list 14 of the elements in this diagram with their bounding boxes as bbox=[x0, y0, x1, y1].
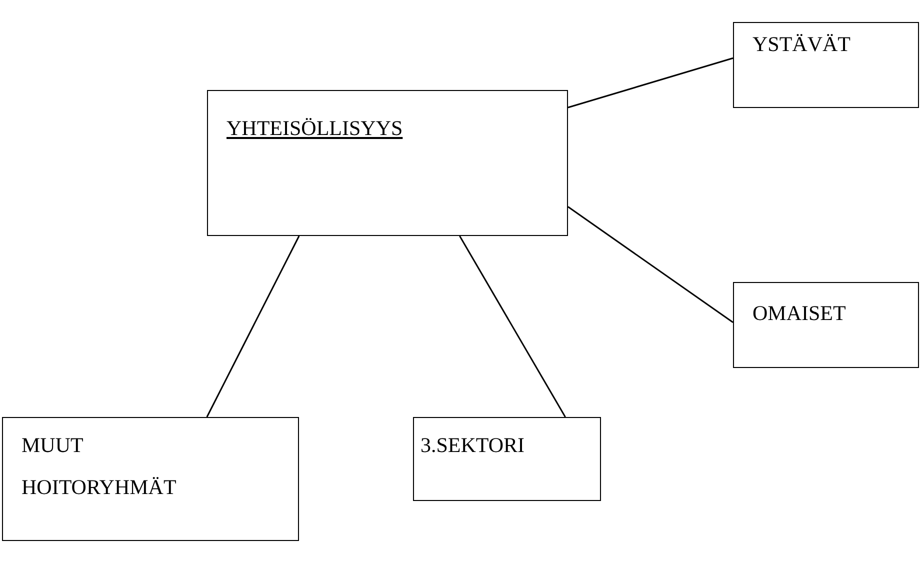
text-box bbox=[207, 90, 568, 236]
connector-line bbox=[206, 236, 300, 418]
connector-line bbox=[568, 57, 734, 108]
box-label: OMAISET bbox=[752, 300, 847, 326]
box-label: YSTÄVÄT bbox=[752, 30, 852, 58]
connector-line bbox=[568, 206, 734, 324]
box-label: 3.SEKTORI bbox=[420, 432, 526, 458]
connector-line bbox=[459, 236, 566, 418]
text-box bbox=[413, 417, 601, 501]
box-label: MUUT HOITORYHMÄT bbox=[22, 432, 178, 500]
text-box bbox=[733, 22, 919, 108]
text-box bbox=[2, 417, 299, 541]
text-box bbox=[733, 282, 919, 368]
box-label: YHTEISÖLLISYYS bbox=[226, 114, 404, 142]
